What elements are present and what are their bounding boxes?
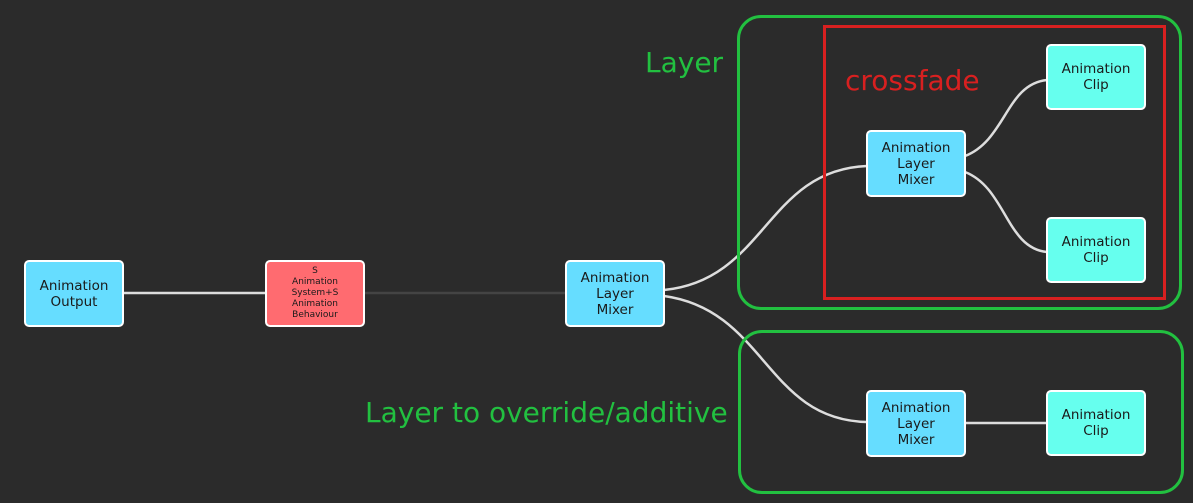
crossfade-label: crossfade bbox=[845, 64, 980, 97]
edge-crossfade-mixer-clip-b bbox=[964, 170, 1048, 254]
layer-label: Layer bbox=[645, 46, 724, 79]
override-additive-label: Layer to override/additive bbox=[365, 396, 728, 429]
edge-crossfade-mixer-clip-a bbox=[964, 78, 1048, 158]
animation-output-node[interactable]: Animation Output bbox=[24, 260, 124, 327]
edge-root-mixer-override-mixer bbox=[663, 294, 868, 424]
animation-clip-node-a[interactable]: Animation Clip bbox=[1046, 44, 1146, 110]
override-layer-mixer-node[interactable]: Animation Layer Mixer bbox=[866, 390, 966, 457]
edge-root-mixer-crossfade-mixer bbox=[663, 164, 868, 292]
root-layer-mixer-node[interactable]: Animation Layer Mixer bbox=[565, 260, 665, 327]
animation-clip-node-c[interactable]: Animation Clip bbox=[1046, 390, 1146, 456]
animation-clip-node-b[interactable]: Animation Clip bbox=[1046, 217, 1146, 283]
crossfade-layer-mixer-node[interactable]: Animation Layer Mixer bbox=[866, 130, 966, 197]
animation-behaviour-node[interactable]: S Animation System+S Animation Behaviour bbox=[265, 260, 365, 327]
